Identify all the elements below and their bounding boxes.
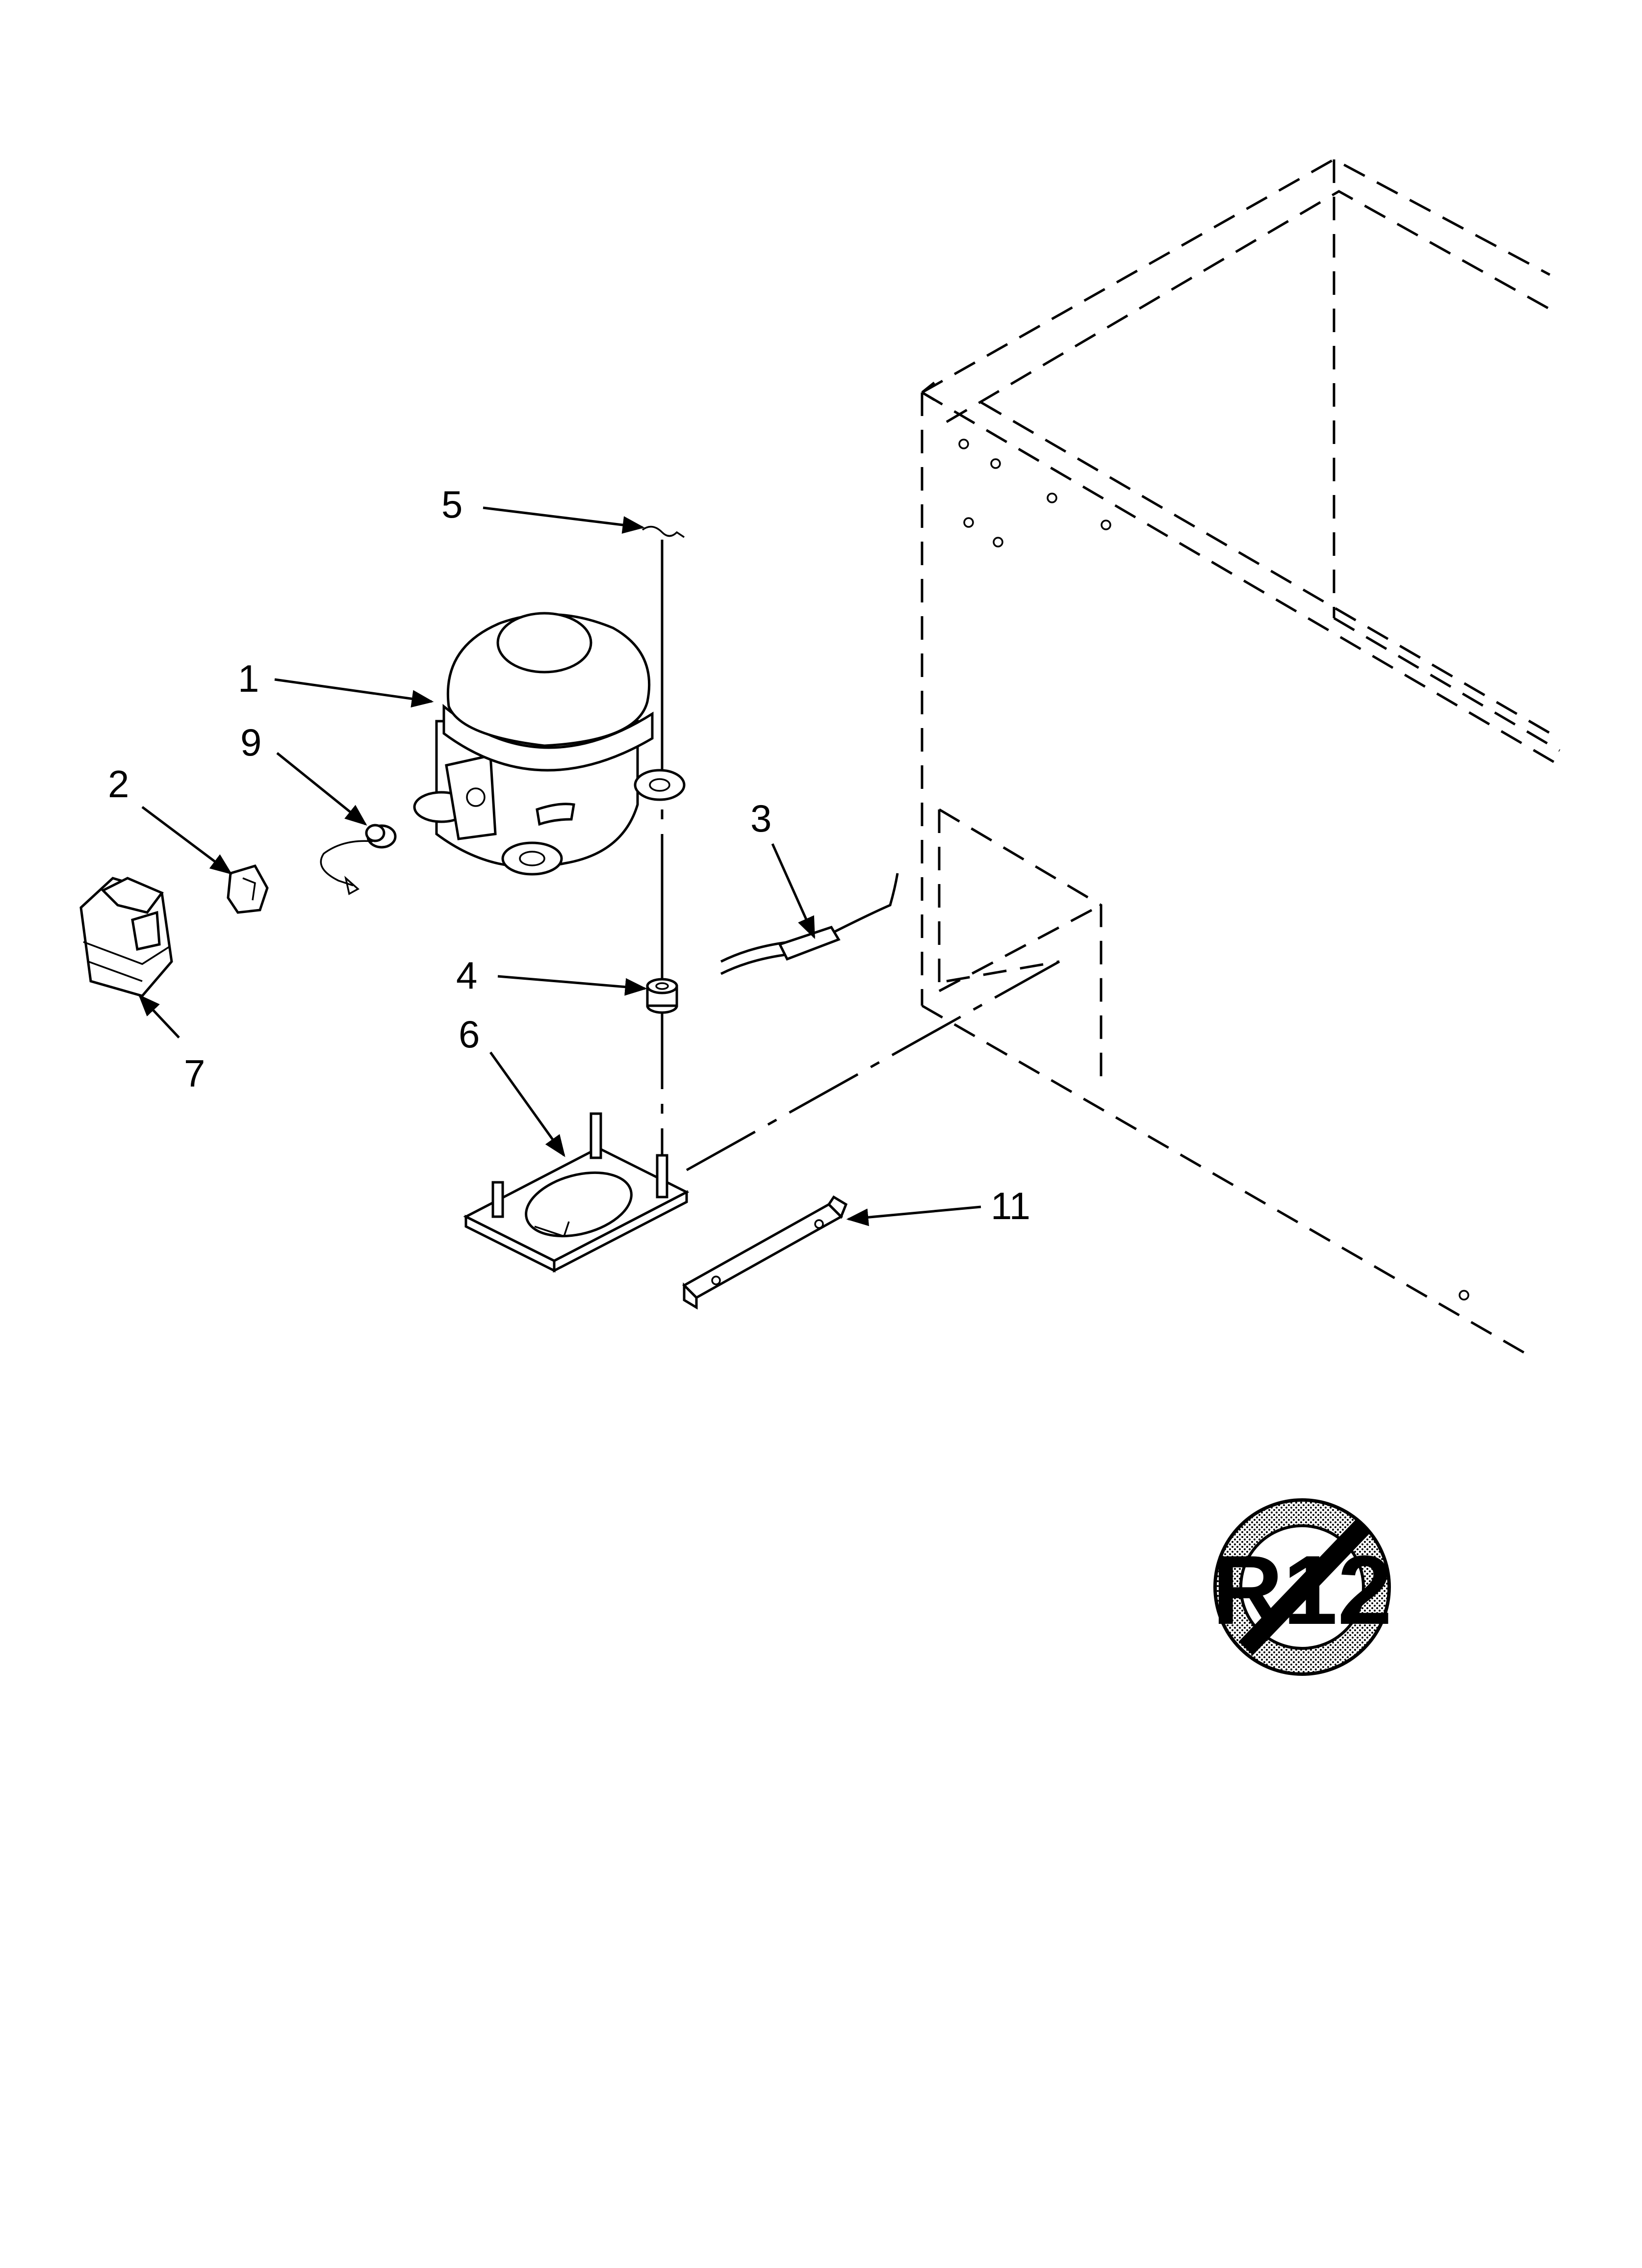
callout-11: 11 (991, 1184, 1030, 1227)
grommet (646, 978, 678, 1014)
start-relay (79, 877, 173, 997)
callout-5: 5 (441, 483, 462, 526)
callout-6: 6 (459, 1013, 480, 1056)
callout-3: 3 (750, 797, 771, 840)
callout-2: 2 (108, 762, 129, 806)
callout-1: 1 (238, 657, 259, 700)
no-r12-logo: R12 (1212, 1498, 1392, 1676)
drier-tube (720, 873, 899, 975)
callout-9: 9 (240, 721, 261, 764)
relay-clip (227, 864, 269, 914)
base-plate (463, 1112, 690, 1273)
leader-lines (138, 506, 981, 1226)
angle-bracket (682, 1195, 848, 1310)
compressor (413, 612, 686, 876)
callout-7: 7 (184, 1052, 205, 1095)
tube-clip (641, 525, 685, 538)
callout-4: 4 (456, 954, 477, 997)
cabinet-outline (921, 158, 1561, 1360)
mounting-line (686, 960, 1060, 1172)
overload-sensor (320, 824, 397, 895)
